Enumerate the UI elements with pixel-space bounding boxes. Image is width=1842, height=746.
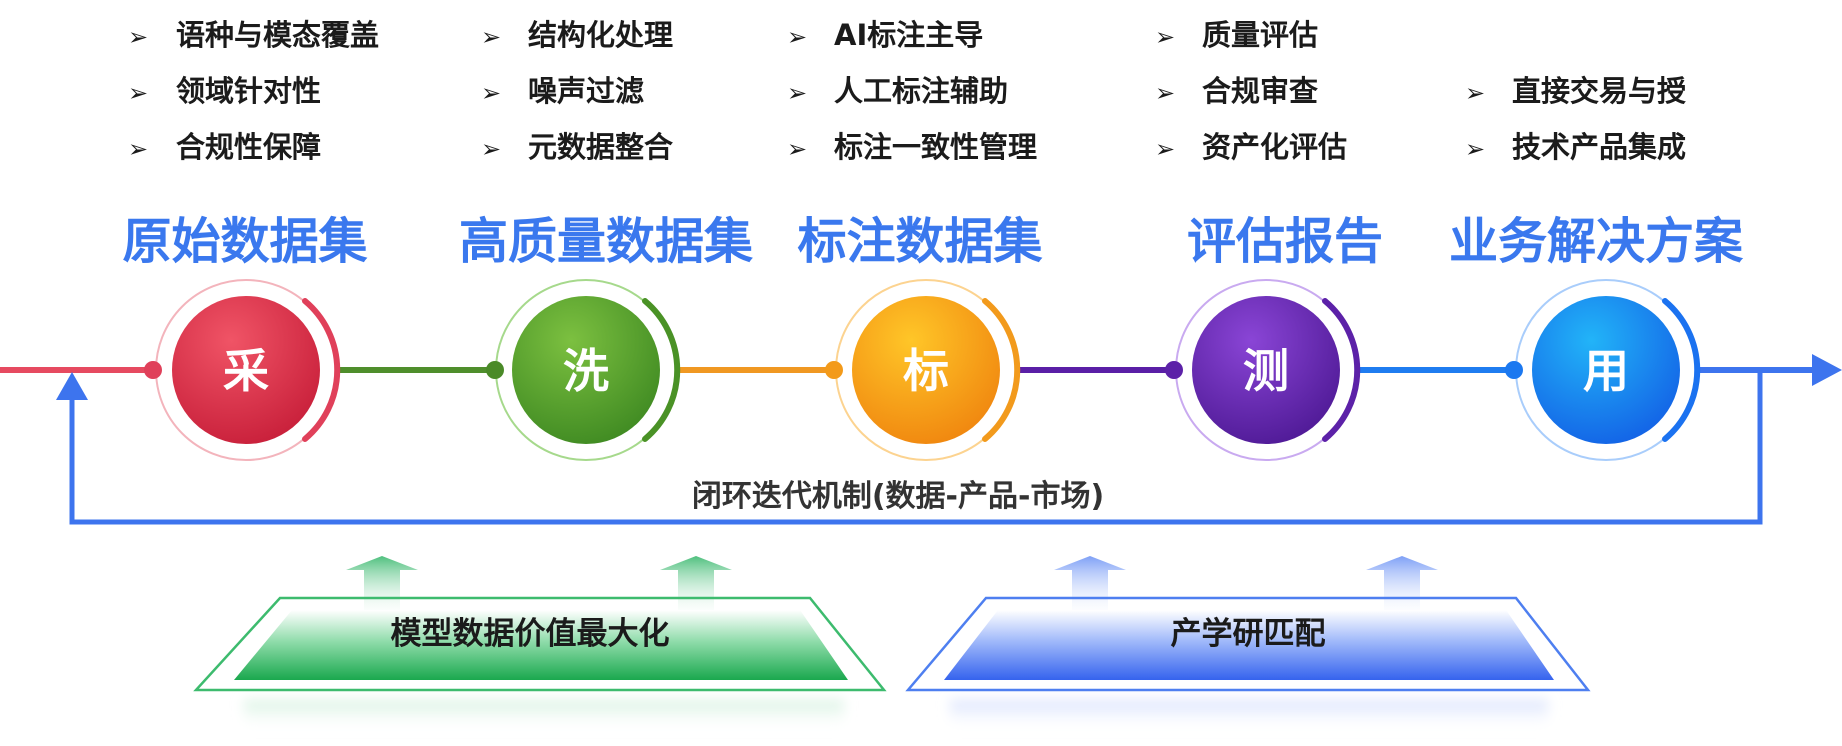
bullet-column: ➢ 结构化处理 ➢ 噪声过滤 ➢ 元数据整合 [481,18,673,164]
bullet-item: 噪声过滤 [528,74,644,108]
arrowhead-bullet-icon: ➢ [787,135,807,163]
stage-node: 用 [1505,279,1701,461]
up-arrow-icon [1366,556,1438,620]
stage-char: 测 [1243,344,1289,398]
arrowhead-bullet-icon: ➢ [128,135,148,163]
bullet-item: 质量评估 [1202,18,1318,52]
up-arrow-icon [660,556,732,620]
arrowhead-bullet-icon: ➢ [1465,79,1485,107]
stage-node: 测 [1165,279,1361,461]
arrowhead-bullet-icon: ➢ [787,23,807,51]
arrowhead-bullet-icon: ➢ [128,23,148,51]
arrowhead-bullet-icon: ➢ [481,135,501,163]
loop-label: 闭环迭代机制(数据-产品-市场) [692,479,1104,514]
bullet-item: AI标注主导 [834,18,983,52]
stage-title: 标注数据集 [797,213,1042,270]
arrowhead-bullet-icon: ➢ [128,79,148,107]
up-arrow-icon [346,556,418,620]
bullet-item: 元数据整合 [528,130,673,164]
flow-arrow-head-icon [1812,354,1842,386]
bullet-item: 人工标注辅助 [834,74,1008,108]
bullet-item: 合规审查 [1202,74,1318,108]
bullet-item: 资产化评估 [1202,130,1347,164]
stage-title: 评估报告 [1187,213,1383,270]
arrowhead-bullet-icon: ➢ [481,23,501,51]
bullet-column: ➢ AI标注主导 ➢ 人工标注辅助 ➢ 标注一致性管理 [787,18,1037,164]
arrowhead-bullet-icon: ➢ [1465,135,1485,163]
arrowhead-bullet-icon: ➢ [1155,135,1175,163]
bullet-item: 标注一致性管理 [834,130,1037,164]
stage-title: 业务解决方案 [1449,213,1744,270]
platform-label: 模型数据价值最大化 [391,616,670,652]
stage-char: 用 [1583,344,1629,398]
arrowhead-bullet-icon: ➢ [481,79,501,107]
loop-arrow-head-icon [56,372,88,400]
bullet-item: 合规性保障 [176,130,321,164]
bullet-column: ➢ 语种与模态覆盖 ➢ 领域针对性 ➢ 合规性保障 [128,18,379,164]
bullet-column: ➢ 直接交易与授 ➢ 技术产品集成 [1465,74,1686,164]
up-arrow-icon [1054,556,1126,620]
bullet-item: 直接交易与授 [1512,74,1686,108]
stage-char: 洗 [563,344,609,398]
arrowhead-bullet-icon: ➢ [1155,79,1175,107]
bullet-item: 结构化处理 [528,18,673,52]
platform-label: 产学研匹配 [1171,616,1326,652]
bullet-column: ➢ 质量评估 ➢ 合规审查 ➢ 资产化评估 [1155,18,1347,164]
stage-char: 标 [903,344,949,398]
stage-char: 采 [223,344,269,398]
stage-title: 原始数据集 [122,213,367,270]
platform-blue: 产学研匹配 [905,596,1591,730]
stage-node: 采 [144,279,341,461]
bullet-item: 技术产品集成 [1512,130,1686,164]
bullet-item: 语种与模态覆盖 [176,18,379,52]
loop-line [69,372,1763,525]
platform-green: 模型数据价值最大化 [193,596,887,730]
arrowhead-bullet-icon: ➢ [1155,23,1175,51]
stage-title: 高质量数据集 [459,213,753,270]
stage-node: 标 [825,279,1021,461]
bullet-item: 领域针对性 [176,74,321,108]
arrowhead-bullet-icon: ➢ [787,79,807,107]
stage-node: 洗 [486,279,681,461]
